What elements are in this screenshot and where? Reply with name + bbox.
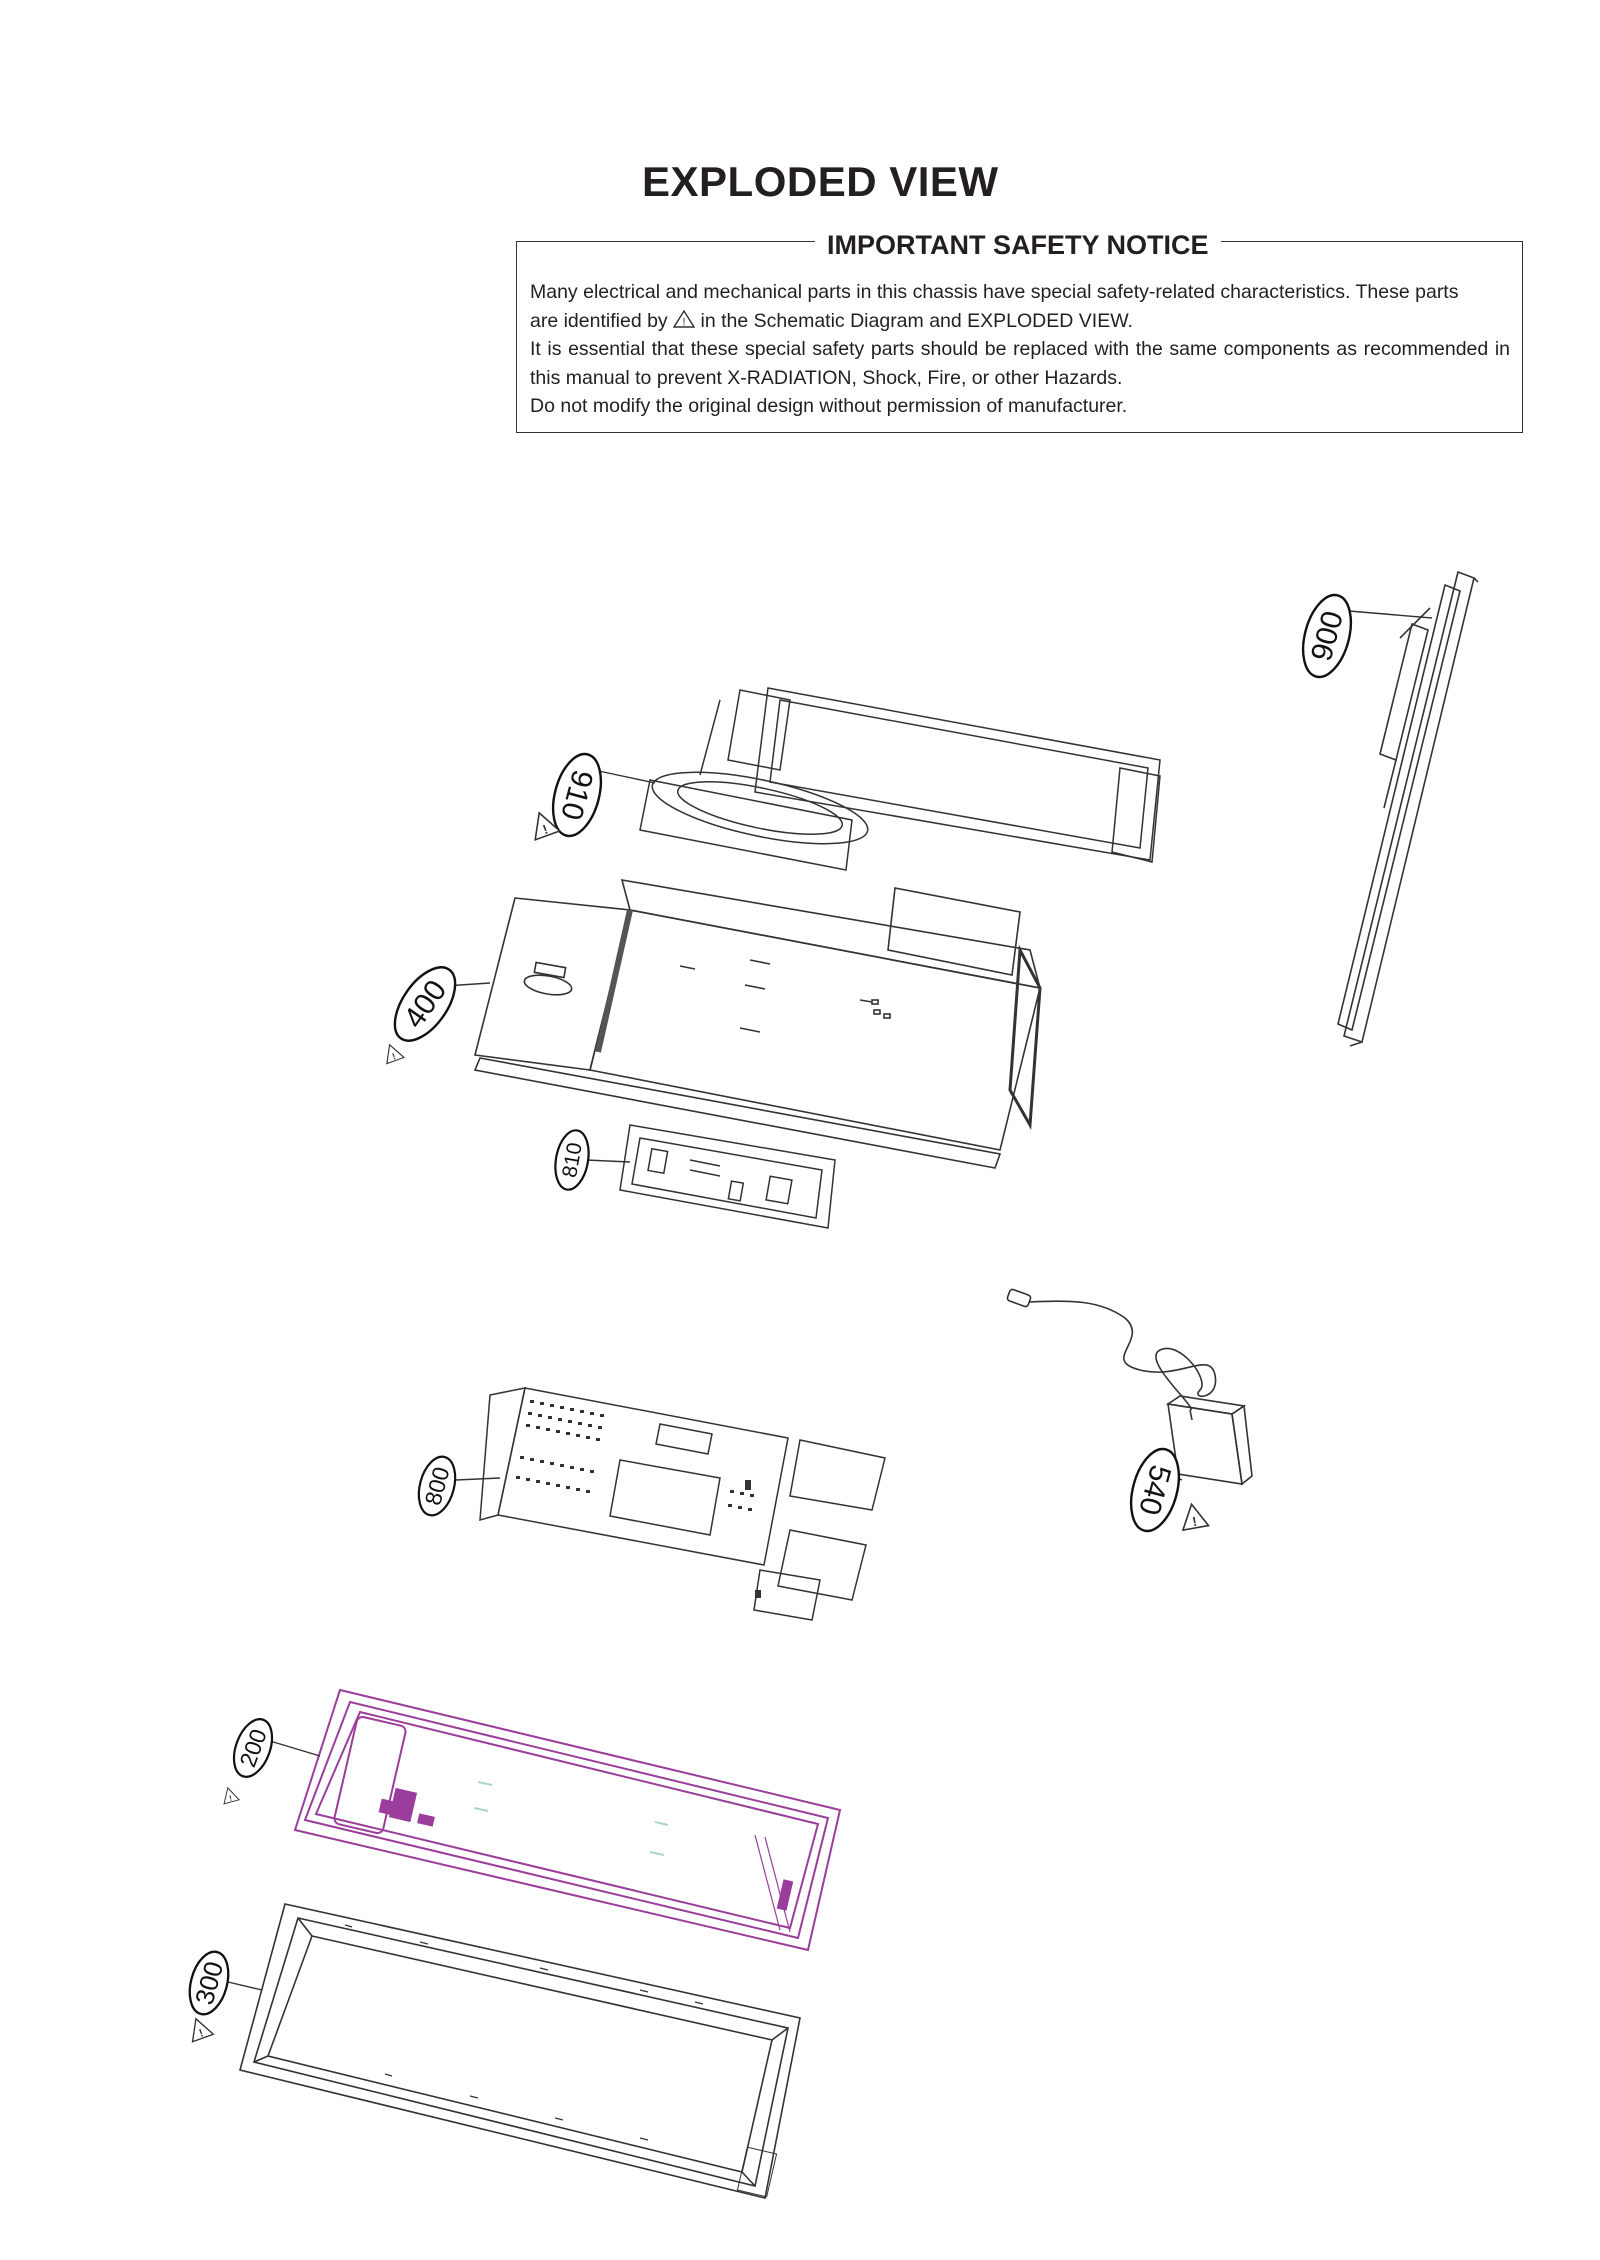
svg-text:!: ! [683, 316, 686, 328]
warning-540-icon [1177, 1501, 1210, 1532]
leader-200 [269, 1740, 321, 1757]
safety-notice-heading: IMPORTANT SAFETY NOTICE [815, 230, 1221, 261]
label-300: 300 [189, 1958, 229, 2008]
notice-line-4: Do not modify the original design withou… [530, 395, 1128, 417]
page-title: EXPLODED VIEW [642, 158, 999, 205]
part-800-main-board [479, 1387, 886, 1621]
callout-400: 400 [393, 966, 457, 1042]
callout-810: 810 [554, 1129, 590, 1191]
panel-marks [473, 1781, 669, 1856]
notice-line-2: are identified by ! in the Schematic Dia… [530, 307, 1510, 336]
callout-910: 910 [551, 752, 603, 838]
leader-910 [593, 769, 656, 784]
notice-line-2b: in the Schematic Diagram and EXPLODED VI… [700, 309, 1133, 332]
part-300-front-cabinet [239, 1903, 801, 2199]
notice-line-1: Many electrical and mechanical parts in … [530, 281, 1459, 303]
notice-line-2a: are identified by [530, 309, 668, 332]
warning-triangle-icon: ! [673, 309, 696, 328]
callout-800: 800 [417, 1455, 457, 1517]
leader-800 [455, 1477, 501, 1481]
part-900-back-cover [1337, 570, 1479, 1047]
warning-200-icon [219, 1785, 240, 1806]
leader-900 [1348, 610, 1433, 619]
part-400-rear-frame [473, 879, 1042, 1169]
part-810-board [619, 1124, 836, 1229]
part-200-lcd-panel [293, 1688, 842, 1952]
notice-line-3: It is essential that these special safet… [530, 338, 1510, 389]
callout-540: 540 [1129, 1447, 1181, 1533]
part-540-adapter [1006, 1288, 1253, 1486]
leader-810 [585, 1159, 631, 1163]
callout-200: 200 [232, 1718, 274, 1778]
safety-notice-body: Many electrical and mechanical parts in … [530, 278, 1510, 421]
callout-300: 300 [188, 1950, 230, 2016]
callout-900: 900 [1301, 593, 1353, 679]
leader-300 [227, 1981, 263, 1991]
warning-400-icon [380, 1041, 405, 1065]
part-910-stand [639, 687, 1161, 871]
warning-300-icon [184, 2014, 215, 2044]
